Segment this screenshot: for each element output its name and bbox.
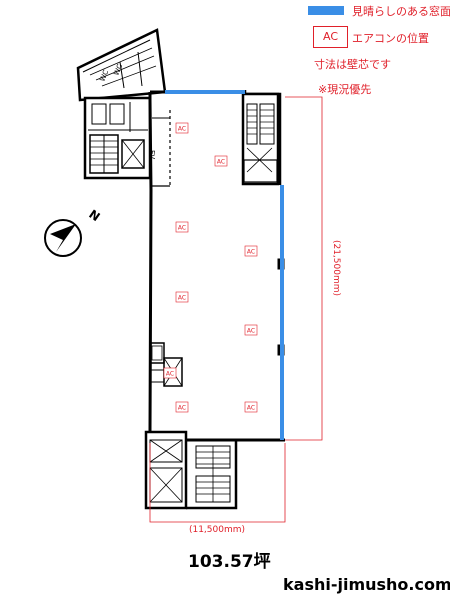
ac-unit-label: AC bbox=[178, 405, 186, 412]
wc-label: WC bbox=[112, 63, 124, 77]
ac-unit-box bbox=[244, 245, 258, 257]
ac-unit: AC bbox=[214, 155, 228, 167]
ac-unit-label: AC bbox=[247, 328, 255, 335]
core-bottom bbox=[144, 430, 238, 510]
view-windows bbox=[165, 90, 284, 440]
ac-unit-box bbox=[163, 367, 177, 379]
ac-unit-label: AC bbox=[247, 405, 255, 412]
ac-unit: AC bbox=[244, 245, 258, 257]
current-condition-note: ※現況優先 bbox=[318, 83, 372, 96]
ac-unit-box bbox=[175, 221, 189, 233]
ac-unit-box bbox=[175, 122, 189, 134]
ac-unit-label: AC bbox=[178, 225, 186, 232]
ac-unit: AC bbox=[244, 401, 258, 413]
ac-unit: AC bbox=[175, 401, 189, 413]
ac-unit-label: AC bbox=[166, 371, 174, 378]
ac-units: AC AC AC AC AC AC AC AC AC bbox=[163, 122, 258, 413]
ac-unit-label: AC bbox=[178, 126, 186, 133]
ac-unit-label: AC bbox=[178, 295, 186, 302]
ac-unit-box bbox=[214, 155, 228, 167]
dimension-width: (11,500mm) bbox=[189, 525, 245, 535]
ac-unit-box bbox=[175, 401, 189, 413]
ac-unit-label: AC bbox=[217, 159, 225, 166]
ac-unit: AC bbox=[163, 367, 177, 379]
ac-unit: AC bbox=[244, 324, 258, 336]
floor-area: 103.57坪 bbox=[188, 552, 271, 572]
site-name: kashi-jimusho.com bbox=[283, 575, 450, 594]
dimension-lines bbox=[149, 96, 323, 523]
ac-legend-symbol: AC bbox=[313, 26, 348, 48]
window-legend-label: 見晴らしのある窓面 bbox=[352, 5, 450, 18]
core-top-right bbox=[241, 92, 280, 186]
ac-unit: AC bbox=[175, 221, 189, 233]
compass-needle bbox=[50, 224, 76, 252]
dimension-depth: (21,500mm) bbox=[331, 240, 341, 296]
wc-label: WC bbox=[98, 69, 110, 83]
ac-unit-box bbox=[244, 324, 258, 336]
ac-unit: AC bbox=[175, 291, 189, 303]
ac-legend-label: エアコンの位置 bbox=[352, 32, 429, 45]
ac-unit: AC bbox=[175, 122, 189, 134]
compass-north-label: N bbox=[86, 207, 102, 224]
ac-unit-label: AC bbox=[247, 249, 255, 256]
dimension-note: 寸法は壁芯です bbox=[314, 58, 391, 71]
ac-unit-box bbox=[175, 291, 189, 303]
compass: N bbox=[44, 207, 103, 257]
ac-unit-box bbox=[244, 401, 258, 413]
window-legend-swatch bbox=[308, 6, 344, 15]
